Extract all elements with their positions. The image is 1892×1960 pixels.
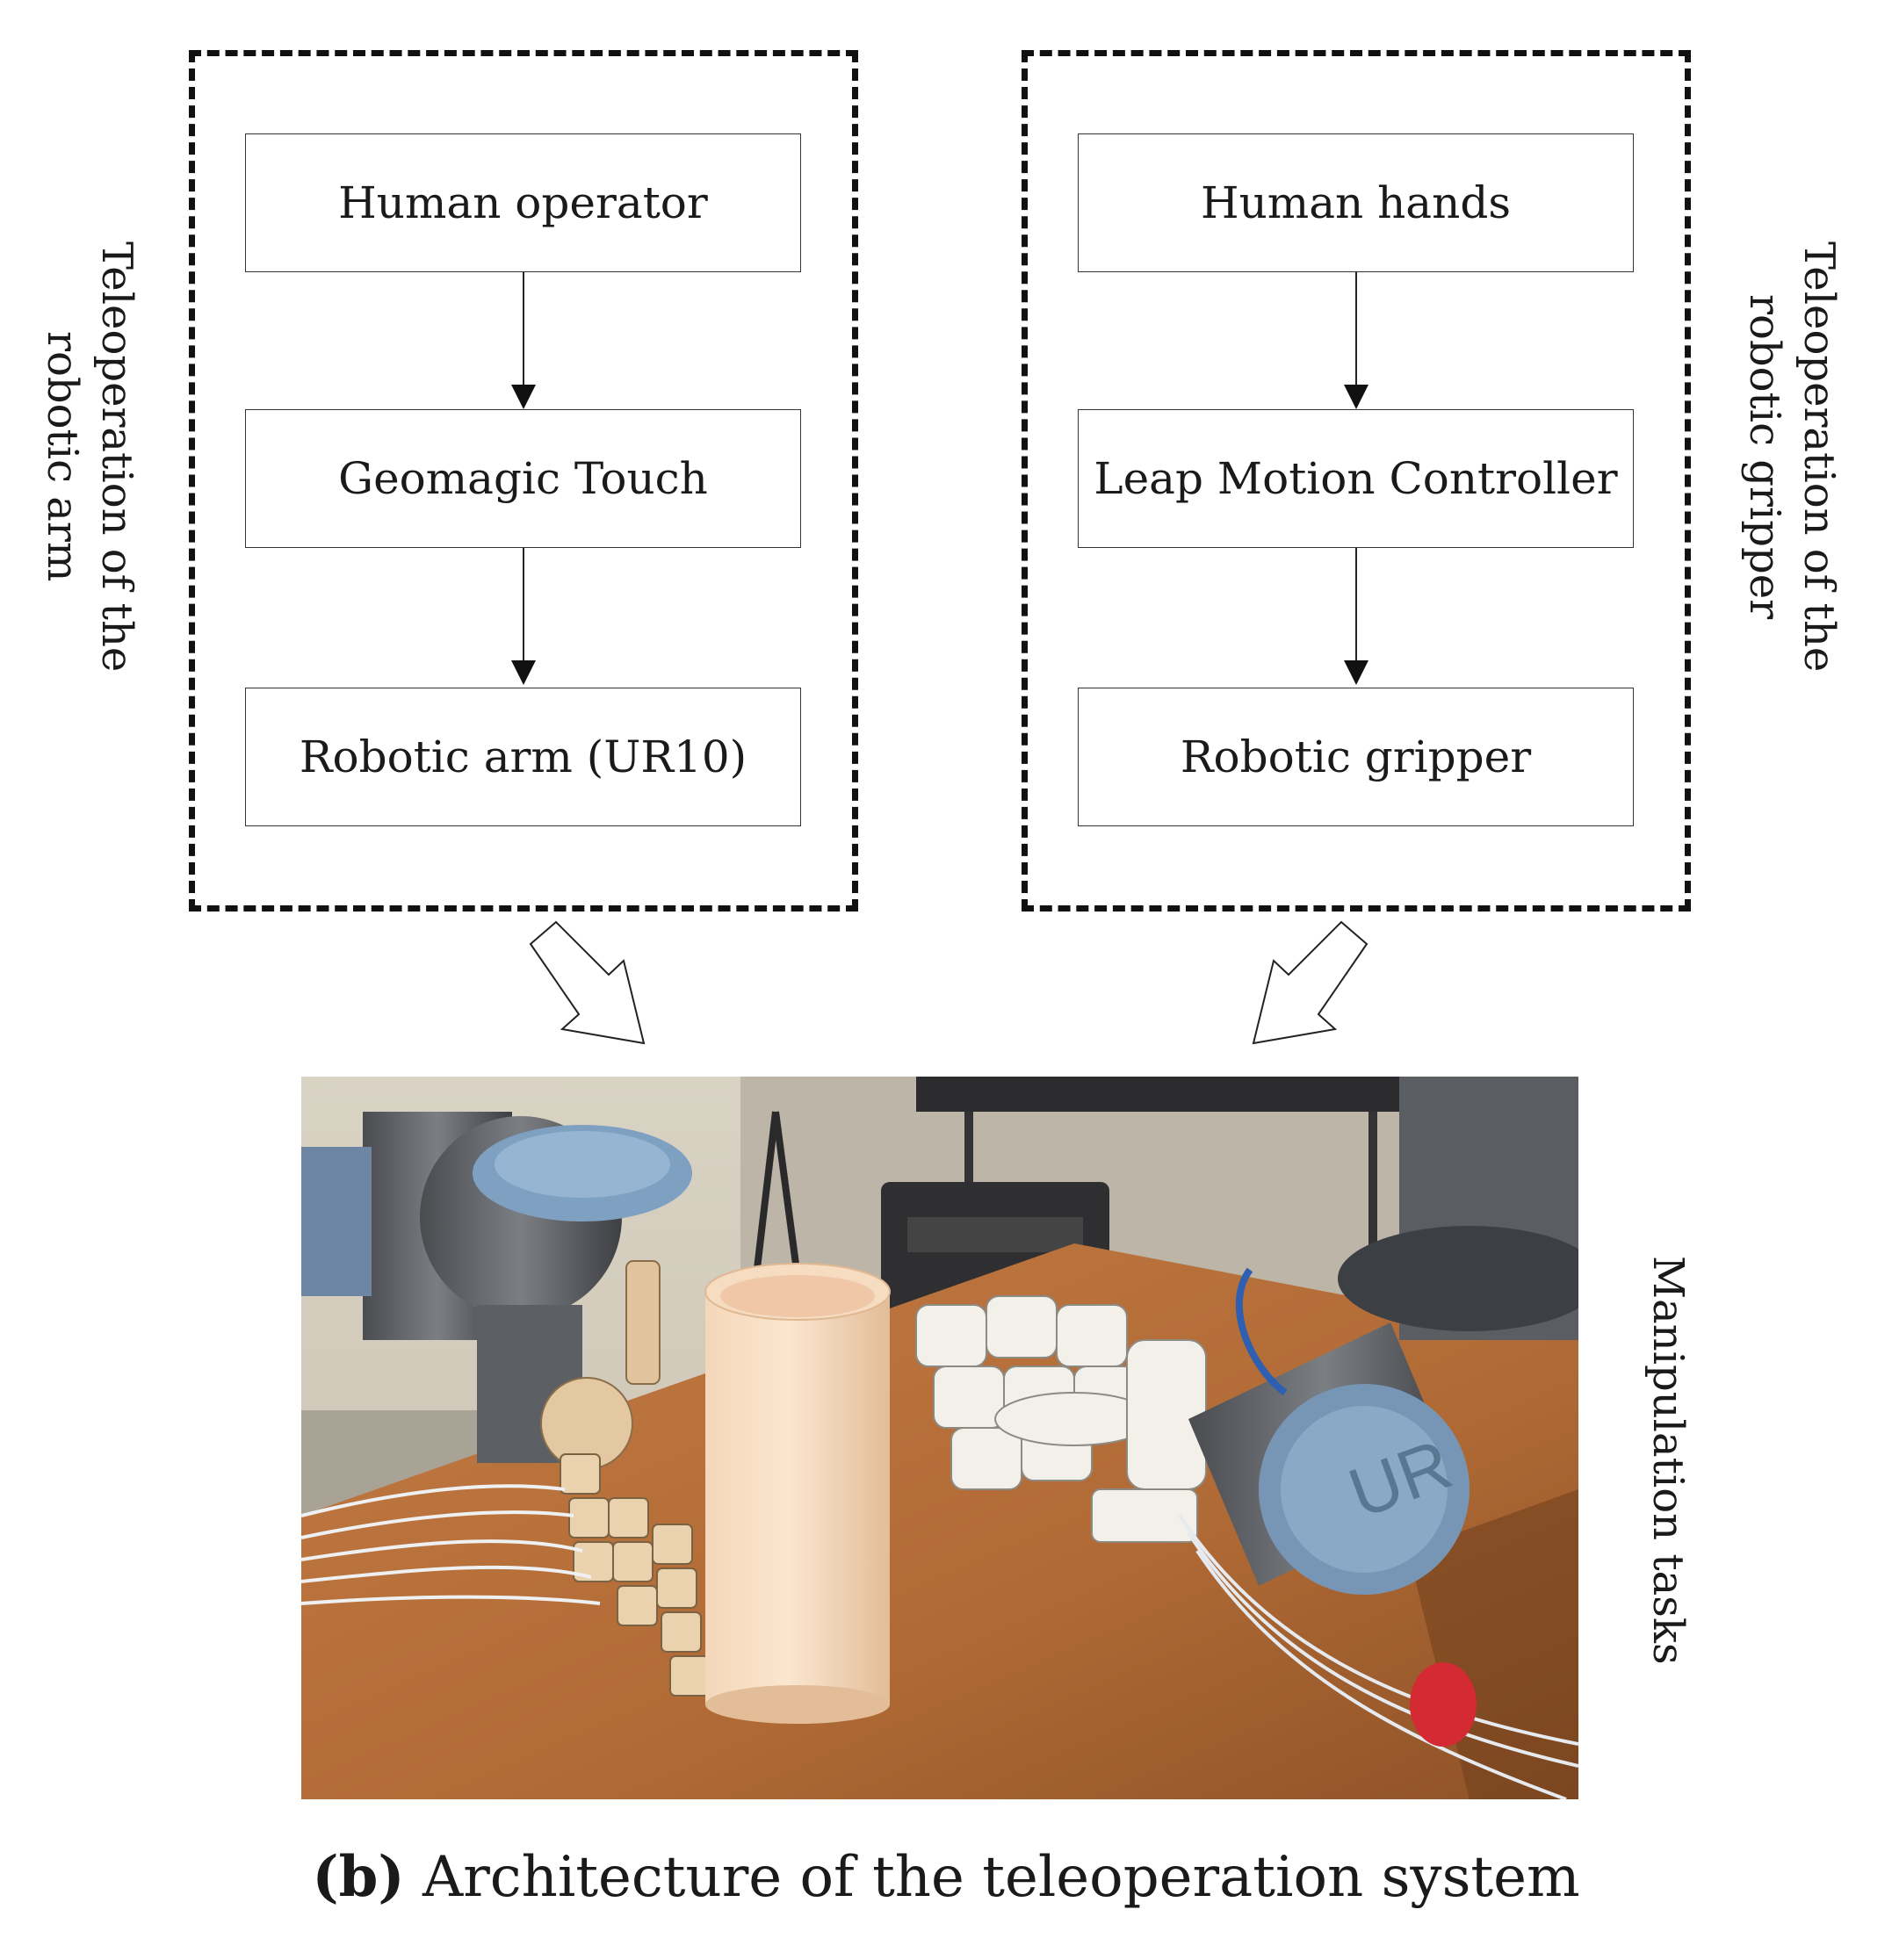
manipulation-tasks-label: Manipulation tasks [1641,1256,1695,1665]
arrowhead-touch-to-arm [511,660,536,685]
arrowhead-operator-to-touch [511,385,536,409]
robotic-gripper-label: Robotic gripper [1180,731,1532,782]
caption-text: Architecture of the teleoperation system [422,1845,1580,1910]
robotic-arm-box: Robotic arm (UR10) [245,688,801,826]
arm-label-line1: Teleoperation of the [92,241,141,673]
right-hollow-arrow-icon [1252,920,1368,1045]
arrow-touch-to-arm [523,548,524,660]
arrowhead-leap-to-gripper [1344,660,1368,685]
left-hollow-arrow-icon [529,920,646,1045]
arrow-hands-to-leap [1355,272,1357,385]
gripper-teleoperation-group [1022,50,1691,912]
arrow-operator-to-touch [523,272,524,385]
gripper-group-side-label: Teleoperation of the robotic gripper [1737,241,1846,672]
manipulation-tasks-text: Manipulation tasks [1643,1256,1693,1665]
human-operator-box: Human operator [245,133,801,272]
gripper-label-line2: robotic gripper [1740,294,1789,620]
geomagic-touch-box: Geomagic Touch [245,409,801,548]
arm-group-side-label: Teleoperation of the robotic arm [35,241,144,672]
robot-manipulation-photo: UR [301,1077,1578,1799]
arrowhead-hands-to-leap [1344,385,1368,409]
robotic-gripper-box: Robotic gripper [1078,688,1634,826]
arm-label-line2: robotic arm [38,331,87,582]
gripper-label-line1: Teleoperation of the [1795,241,1844,673]
human-hands-label: Human hands [1200,177,1511,228]
arm-teleoperation-group [189,50,858,912]
leap-motion-label: Leap Motion Controller [1094,453,1618,504]
robotic-arm-label: Robotic arm (UR10) [299,731,747,782]
caption-letter: (b) [312,1844,405,1910]
leap-motion-box: Leap Motion Controller [1078,409,1634,548]
robot-hands-photo-icon: UR [301,1077,1578,1799]
geomagic-touch-label: Geomagic Touch [338,453,708,504]
figure-caption: (b) Architecture of the teleoperation sy… [0,1844,1892,1910]
arrow-leap-to-gripper [1355,548,1357,660]
human-operator-label: Human operator [338,177,708,228]
human-hands-box: Human hands [1078,133,1634,272]
